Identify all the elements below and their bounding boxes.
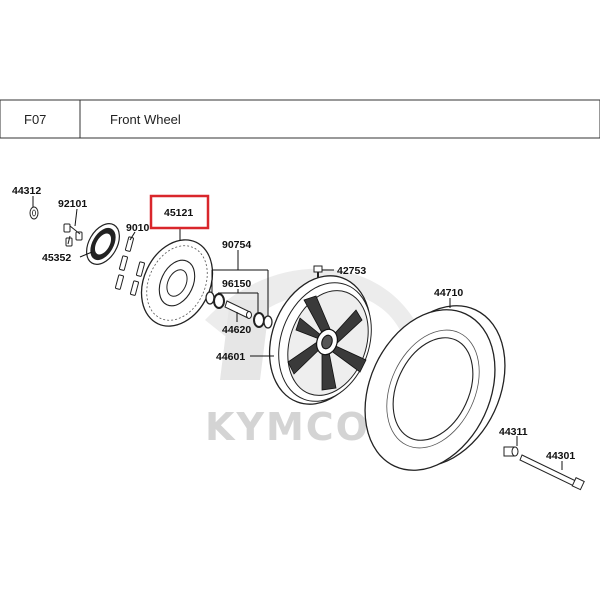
- label-44601: 44601: [216, 351, 245, 363]
- label-42753: 42753: [337, 265, 366, 277]
- collar-44311: 44311: [499, 426, 528, 457]
- watermark-text: KYMCO: [205, 405, 370, 449]
- axle-44301: 44301: [519, 450, 585, 491]
- label-44312: 44312: [12, 185, 41, 197]
- bolts-9010: 9010: [114, 222, 150, 296]
- label-44620: 44620: [222, 324, 251, 336]
- wheel-rim-44601: 44601: [216, 275, 372, 405]
- header-table: F07 Front Wheel: [0, 99, 600, 139]
- highlight-box[interactable]: [149, 194, 210, 230]
- label-92101: 92101: [58, 198, 87, 210]
- speedo-drive-45352: 92101 45352: [42, 198, 120, 265]
- label-45121: 45121: [164, 207, 193, 219]
- label-96150: 96150: [222, 278, 251, 290]
- collar-44312: 44312: [12, 185, 41, 220]
- label-44311: 44311: [499, 426, 528, 438]
- bearing-set: 90754 96150 44620: [205, 239, 273, 336]
- section-code: F07: [24, 112, 46, 127]
- label-9010: 9010: [126, 222, 150, 234]
- tire-44710: 44710: [364, 287, 506, 471]
- brake-disc-45121: 45121: [140, 194, 214, 327]
- label-45352: 45352: [42, 252, 71, 264]
- label-90754: 90754: [222, 239, 251, 251]
- label-44301: 44301: [546, 450, 575, 462]
- label-44710: 44710: [434, 287, 463, 299]
- kymco-watermark: KYMCO: [205, 268, 425, 449]
- section-title: Front Wheel: [110, 112, 181, 127]
